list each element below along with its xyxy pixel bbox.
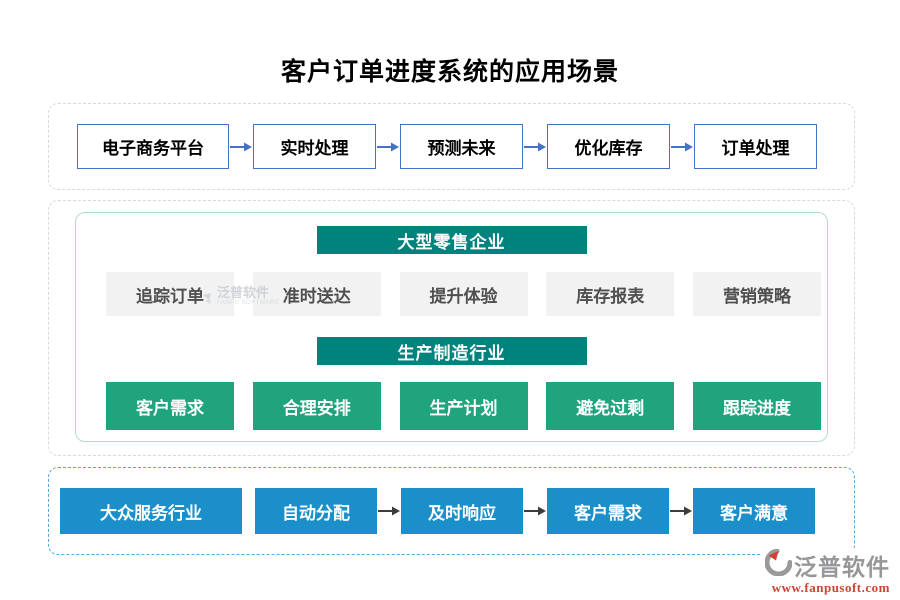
retail-item-track-orders: 追踪订单: [106, 272, 234, 316]
service-flow-row: 大众服务行业 自动分配 及时响应 客户需求 客户满意: [60, 488, 815, 534]
arrow-right-icon: [523, 505, 547, 517]
mfg-item-production-plan: 生产计划: [399, 382, 528, 430]
mfg-item-avoid-surplus: 避免过剩: [546, 382, 675, 430]
arrow-right-icon: [377, 505, 401, 517]
flow-box-realtime-processing: 实时处理: [253, 124, 376, 169]
fanpu-logo-url: www.fanpusoft.com: [771, 580, 890, 595]
ecommerce-flow-section: 电子商务平台 实时处理 预测未来 优化库存 订单处理: [48, 103, 855, 190]
fanpu-logo-icon: [764, 548, 793, 581]
arrow-right-icon: [229, 141, 253, 153]
flow-box-order-processing: 订单处理: [694, 124, 817, 169]
service-flow-section: 大众服务行业 自动分配 及时响应 客户需求 客户满意: [48, 467, 855, 555]
mfg-item-track-progress: 跟踪进度: [693, 382, 821, 430]
arrow-right-icon: [670, 141, 694, 153]
retail-item-marketing-strategy: 营销策略: [693, 272, 821, 316]
fanpu-logo-row: 泛普软件: [764, 548, 890, 582]
flow-box-predict-future: 预测未来: [400, 124, 523, 169]
manufacturing-industry-header: 生产制造行业: [316, 337, 587, 365]
retail-item-inventory-report: 库存报表: [546, 272, 675, 316]
flow-box-ecommerce-platform: 电子商务平台: [77, 124, 229, 169]
flow-box-customer-demand: 客户需求: [547, 488, 669, 534]
flow-box-timely-response: 及时响应: [401, 488, 523, 534]
retail-industry-header: 大型零售企业: [316, 226, 587, 254]
industries-section: 大型零售企业 追踪订单 准时送达 提升体验 库存报表 营销策略 生产制造行业 客…: [48, 200, 855, 456]
flow-box-public-service-industry: 大众服务行业: [60, 488, 242, 534]
retail-item-improve-experience: 提升体验: [399, 272, 528, 316]
fanpu-logo-name: 泛普软件: [794, 554, 890, 580]
retail-item-ontime-delivery: 准时送达: [252, 272, 381, 316]
arrow-right-icon: [669, 505, 693, 517]
flow-box-optimize-inventory: 优化库存: [547, 124, 670, 169]
fanpu-logo: 泛普软件 www.fanpusoft.com: [761, 548, 890, 596]
ecommerce-flow-row: 电子商务平台 实时处理 预测未来 优化库存 订单处理: [77, 124, 817, 169]
industries-panel: 大型零售企业 追踪订单 准时送达 提升体验 库存报表 营销策略 生产制造行业 客…: [75, 212, 828, 442]
page-title: 客户订单进度系统的应用场景: [280, 58, 619, 86]
arrow-right-icon: [376, 141, 400, 153]
mfg-item-reasonable-arrangement: 合理安排: [252, 382, 381, 430]
arrow-right-icon: [523, 141, 547, 153]
flow-box-auto-assign: 自动分配: [255, 488, 377, 534]
mfg-item-customer-demand: 客户需求: [106, 382, 234, 430]
retail-items-row: 追踪订单 准时送达 提升体验 库存报表 营销策略: [76, 272, 827, 316]
flow-box-customer-satisfaction: 客户满意: [693, 488, 815, 534]
manufacturing-items-row: 客户需求 合理安排 生产计划 避免过剩 跟踪进度: [76, 382, 827, 430]
